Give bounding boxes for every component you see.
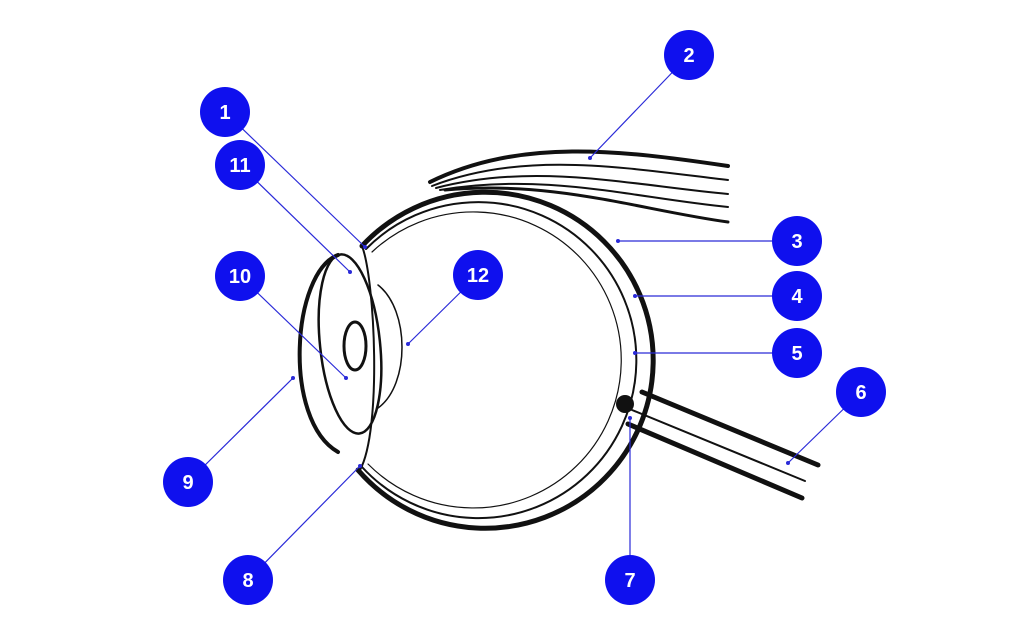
badge-circle-6 (836, 367, 886, 417)
badge-number-12: 12 (467, 265, 489, 287)
badge-circle-2 (664, 30, 714, 80)
leader-dot-1 (363, 245, 367, 249)
label-badge-6: 6 (836, 367, 886, 417)
label-badge-1: 1 (200, 87, 250, 137)
label-badge-12: 12 (453, 250, 503, 300)
leader-line-8 (247, 465, 361, 581)
badge-number-6: 6 (855, 382, 866, 404)
label-badge-5: 5 (772, 328, 822, 378)
badge-number-5: 5 (791, 343, 802, 365)
leader-dot-11 (348, 270, 352, 274)
badge-circle-1 (200, 87, 250, 137)
badge-number-1: 1 (219, 102, 230, 124)
badge-circle-5 (772, 328, 822, 378)
badge-circle-4 (772, 271, 822, 321)
sclera-outline (355, 189, 656, 531)
optic-disc (616, 395, 634, 413)
leader-dot-6 (786, 461, 790, 465)
leader-dot-9 (291, 376, 295, 380)
badge-number-11: 11 (229, 155, 250, 177)
leader-dot-12 (406, 342, 410, 346)
leader-dot-4 (633, 294, 637, 298)
leader-line-11 (239, 164, 351, 273)
badge-circle-9 (163, 457, 213, 507)
leader-dot-2 (588, 156, 592, 160)
leader-lines (187, 54, 862, 581)
label-badge-11: 11 (215, 140, 265, 190)
badge-number-4: 4 (791, 286, 803, 308)
badge-number-9: 9 (182, 472, 193, 494)
badge-circle-11 (215, 140, 265, 190)
badge-number-10: 10 (229, 266, 251, 288)
cornea-outline (297, 253, 340, 454)
iris-band (359, 245, 376, 471)
leader-dot-10 (344, 376, 348, 380)
leader-dot-7 (628, 416, 632, 420)
badge-number-8: 8 (242, 570, 253, 592)
badge-circle-7 (605, 555, 655, 605)
choroid-outline (361, 201, 638, 520)
badge-number-7: 7 (624, 570, 635, 592)
label-badge-2: 2 (664, 30, 714, 80)
vitreous-boundary (377, 284, 403, 409)
label-badge-7: 7 (605, 555, 655, 605)
pupil-outline (342, 320, 368, 372)
badge-circle-10 (215, 251, 265, 301)
lens-outline (317, 253, 383, 435)
badge-circle-12 (453, 250, 503, 300)
retina-outline (367, 211, 622, 509)
label-badge-3: 3 (772, 216, 822, 266)
label-badge-8: 8 (223, 555, 273, 605)
label-badge-10: 10 (215, 251, 265, 301)
leader-dot-8 (358, 464, 362, 468)
badge-circle-8 (223, 555, 273, 605)
eye-cross-section (297, 149, 821, 531)
leader-dot-5 (633, 351, 637, 355)
badge-number-3: 3 (791, 231, 802, 253)
label-badge-9: 9 (163, 457, 213, 507)
badge-number-2: 2 (683, 45, 694, 67)
label-badge-4: 4 (772, 271, 822, 321)
badge-circle-3 (772, 216, 822, 266)
leader-dot-3 (616, 239, 620, 243)
eye-muscle (428, 149, 730, 224)
leader-line-1 (224, 111, 366, 248)
optic-nerve (625, 389, 821, 501)
